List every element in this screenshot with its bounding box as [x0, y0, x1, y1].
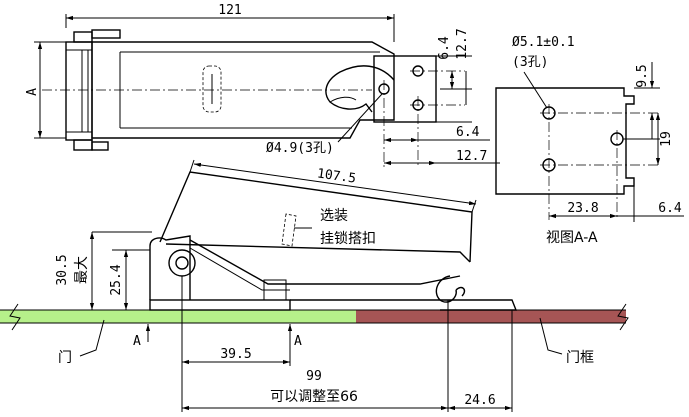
- option-label: 选装: [320, 208, 348, 224]
- top-view: 121 A 6.4 12.7 Ø4.9(3孔) 6.4 12.7: [25, 3, 500, 168]
- dim-12-7-bottom: 12.7: [456, 149, 487, 164]
- dim-6-4-bottom: 6.4: [456, 125, 480, 140]
- hole-note-3-holes: (3孔): [512, 55, 548, 70]
- dim-25-4: 25.4: [109, 264, 124, 295]
- dim-39-5: 39.5: [220, 347, 251, 362]
- dim-99: 99: [306, 369, 322, 384]
- dim-6-4-aa: 6.4: [658, 201, 682, 216]
- door-label: 门: [58, 350, 72, 366]
- view-aa-caption: 视图A-A: [546, 230, 598, 246]
- dim-30-5: 30.5: [55, 254, 70, 285]
- dim-max-note: 最大: [74, 256, 90, 284]
- door-panel: [0, 310, 356, 323]
- dim-23-8: 23.8: [567, 201, 598, 216]
- dim-24-6: 24.6: [464, 393, 495, 408]
- dim-121: 121: [218, 3, 241, 18]
- section-mark-a-right: A: [294, 334, 302, 349]
- dim-9-5: 9.5: [635, 64, 650, 87]
- dim-12-7-top: 12.7: [455, 28, 470, 59]
- side-view: 选装 挂锁搭扣 107.5 30.5 最大 25.4 A A 39.5 99 可…: [0, 159, 629, 412]
- door-frame-label: 门框: [566, 350, 594, 366]
- dim-107-5: 107.5: [316, 166, 357, 186]
- door-frame-panel: [356, 310, 626, 323]
- dim-19: 19: [659, 131, 674, 147]
- view-aa: Ø5.1±0.1 (3孔) 9.5 19 23.8 6.4 视图A-A: [495, 35, 684, 246]
- section-mark-a-left: A: [133, 334, 141, 349]
- hole-note-5-1: Ø5.1±0.1: [512, 35, 575, 50]
- hole-note-4-9: Ø4.9(3孔): [266, 141, 334, 156]
- adjust-note: 可以调整至66: [270, 389, 358, 405]
- padlock-hasp-label: 挂锁搭扣: [320, 231, 376, 247]
- dim-a-height: A: [25, 88, 40, 96]
- dim-6-4-top: 6.4: [437, 36, 452, 60]
